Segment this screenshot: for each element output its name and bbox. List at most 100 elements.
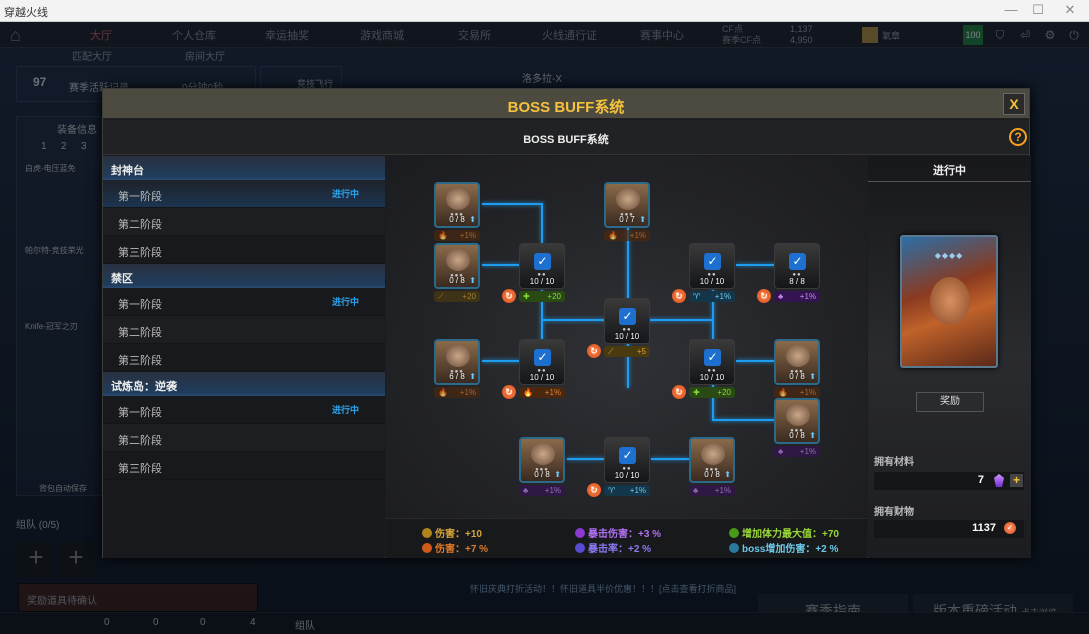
team-slot-1[interactable]: + <box>18 542 54 578</box>
stage-item[interactable]: 第二阶段 <box>103 316 385 344</box>
sword-icon: ⟋ <box>438 292 444 301</box>
connector <box>541 203 543 243</box>
medal-icon[interactable] <box>862 27 878 43</box>
season-guide-button[interactable]: 赛季指南 <box>758 594 908 628</box>
home-icon[interactable]: ⌂ <box>10 25 21 45</box>
stage-item[interactable]: 第二阶段 <box>103 208 385 236</box>
power-icon[interactable]: ⏻ <box>1069 28 1079 42</box>
group-header: 禁区 <box>103 264 385 288</box>
stage-label: 第三阶段 <box>118 463 162 475</box>
legend-item: 暴击率：+2 % <box>575 540 651 555</box>
buff-node[interactable]: ●●●⬆0 / 8 <box>774 339 820 385</box>
stage-item[interactable]: 第三阶段 <box>103 344 385 372</box>
boss-damage-icon <box>729 543 739 553</box>
reset-icon[interactable]: ↻ <box>672 289 686 303</box>
tab-room-lobby[interactable]: 房间大厅 <box>185 52 225 63</box>
reset-icon[interactable]: ↻ <box>672 385 686 399</box>
exit-icon[interactable]: ⏎ <box>1019 28 1031 42</box>
buff-node[interactable]: ●●●⬆0 / 7 <box>604 182 650 228</box>
nav-battlepass[interactable]: 火线通行证 <box>542 30 597 42</box>
connector <box>541 290 543 360</box>
close-window-button[interactable]: ✕ <box>1064 2 1076 17</box>
news-ticker[interactable]: 怀旧庆典打折活动！！怀旧道具半价优惠！！！[点击查看打折商品] <box>469 584 736 594</box>
nav-shop[interactable]: 游戏商城 <box>360 30 404 42</box>
legend-label: 增加体力最大值：+70 <box>742 529 839 540</box>
legend-item: 伤害：+10 <box>422 525 482 540</box>
weapon-melee[interactable]: Knife-冠军之刃 <box>25 322 78 331</box>
stage-item[interactable]: 第一阶段进行中 <box>103 396 385 424</box>
buff-value: +20 <box>547 292 561 301</box>
weapon-secondary[interactable]: 帕尔特-竞技荣光 <box>25 246 84 255</box>
green-icon: ✚ <box>523 292 530 301</box>
nav-lottery[interactable]: 幸运抽奖 <box>265 30 309 42</box>
buff-node[interactable]: ✓●●8 / 8 <box>774 243 820 289</box>
buff-node[interactable]: ✓●●10 / 10 <box>689 339 735 385</box>
equip-tab-2[interactable]: 2 <box>61 141 67 152</box>
buff-node[interactable]: ✓●●10 / 10 <box>519 339 565 385</box>
node-stars: ●●● <box>450 212 464 218</box>
buff-node[interactable]: ●●●⬆0 / 8 <box>434 182 480 228</box>
modal-header: BOSS BUFF系统 X <box>103 89 1029 119</box>
minimize-button[interactable]: — <box>1004 2 1018 17</box>
stage-item[interactable]: 第一阶段进行中 <box>103 180 385 208</box>
stage-status: 进行中 <box>331 297 359 307</box>
buff-node[interactable]: ✓●●10 / 10 <box>604 298 650 344</box>
reset-icon[interactable]: ↻ <box>502 385 516 399</box>
team-slot-2[interactable]: + <box>58 542 94 578</box>
stage-item[interactable]: 第三阶段 <box>103 236 385 264</box>
buff-node[interactable]: ●●●⬆0 / 8 <box>434 243 480 289</box>
equip-tab-1[interactable]: 1 <box>41 141 47 152</box>
buff-tag: ✚+20 <box>689 387 735 398</box>
check-icon: ✓ <box>704 253 721 270</box>
buff-node[interactable]: ✓●●10 / 10 <box>519 243 565 289</box>
game-client: ⌂ 大厅 个人仓库 幸运抽奖 游戏商城 交易所 火线通行证 赛事中心 CF点赛季… <box>0 22 1089 634</box>
reset-icon[interactable]: ↻ <box>757 289 771 303</box>
buff-node[interactable]: ●●●⬆6 / 8 <box>434 339 480 385</box>
upgrade-icon: ⬆ <box>554 470 561 479</box>
node-count: 6 / 8 <box>449 372 465 381</box>
stage-item[interactable]: 第二阶段 <box>103 424 385 452</box>
gear-icon[interactable]: ⚙ <box>1044 28 1056 42</box>
buff-tag: ♣+1% <box>519 485 565 496</box>
materials-label: 拥有材料 <box>874 457 914 468</box>
nav-events[interactable]: 赛事中心 <box>640 30 684 42</box>
stage-label: 第二阶段 <box>118 435 162 447</box>
bottom-status-bar: 0 0 0 4 组队 <box>0 612 1089 634</box>
nav-lobby[interactable]: 大厅 <box>90 30 112 42</box>
stage-label: 第一阶段 <box>118 407 162 419</box>
boss-buff-modal: BOSS BUFF系统 X BOSS BUFF系统 ? 封神台 第一阶段进行中 … <box>102 88 1031 558</box>
auto-save-toggle[interactable]: 背包自动保存 <box>39 484 87 493</box>
node-stars: ●● <box>622 327 632 333</box>
tab-match-lobby[interactable]: 匹配大厅 <box>72 52 112 63</box>
reward-pending-bar[interactable]: 奖励道具待确认 <box>18 583 258 612</box>
weapon-primary[interactable]: 白虎-电压蓝免 <box>25 164 76 173</box>
group-header: 试炼岛：逆袭 <box>103 372 385 396</box>
modal-subheader: BOSS BUFF系统 ? <box>103 120 1029 155</box>
reward-button[interactable]: 奖励 <box>916 392 984 412</box>
window-title: 穿越火线 <box>4 7 48 19</box>
reset-icon[interactable]: ↻ <box>502 289 516 303</box>
buff-node[interactable]: ●●●⬆0 / 8 <box>774 398 820 444</box>
buff-node[interactable]: ✓●●10 / 10 <box>604 437 650 483</box>
nav-exchange[interactable]: 交易所 <box>458 30 491 42</box>
fire-icon: 🔥 <box>608 231 618 240</box>
maximize-button[interactable]: ☐ <box>1032 2 1044 17</box>
add-materials-button[interactable]: + <box>1010 474 1023 487</box>
equip-tab-3[interactable]: 3 <box>81 141 87 152</box>
buff-node[interactable]: ✓●●10 / 10 <box>689 243 735 289</box>
team-chat-tab[interactable]: 组队 <box>295 621 315 632</box>
boss-portrait <box>616 188 640 210</box>
node-stars: ●● <box>707 368 717 374</box>
nav-warehouse[interactable]: 个人仓库 <box>172 30 216 42</box>
version-event-button[interactable]: 版本重磅活动 点击浏览 <box>913 594 1073 628</box>
stage-item[interactable]: 第三阶段 <box>103 452 385 480</box>
reset-icon[interactable]: ↻ <box>587 483 601 497</box>
buff-node[interactable]: ●●●⬆0 / 8 <box>689 437 735 483</box>
help-icon[interactable]: ? <box>1009 128 1027 146</box>
close-icon[interactable]: X <box>1003 93 1025 115</box>
hp-icon <box>729 528 739 538</box>
shield-icon[interactable]: ⛉ <box>995 28 1005 42</box>
reset-icon[interactable]: ↻ <box>587 344 601 358</box>
buff-node[interactable]: ●●●⬆0 / 8 <box>519 437 565 483</box>
stage-item[interactable]: 第一阶段进行中 <box>103 288 385 316</box>
